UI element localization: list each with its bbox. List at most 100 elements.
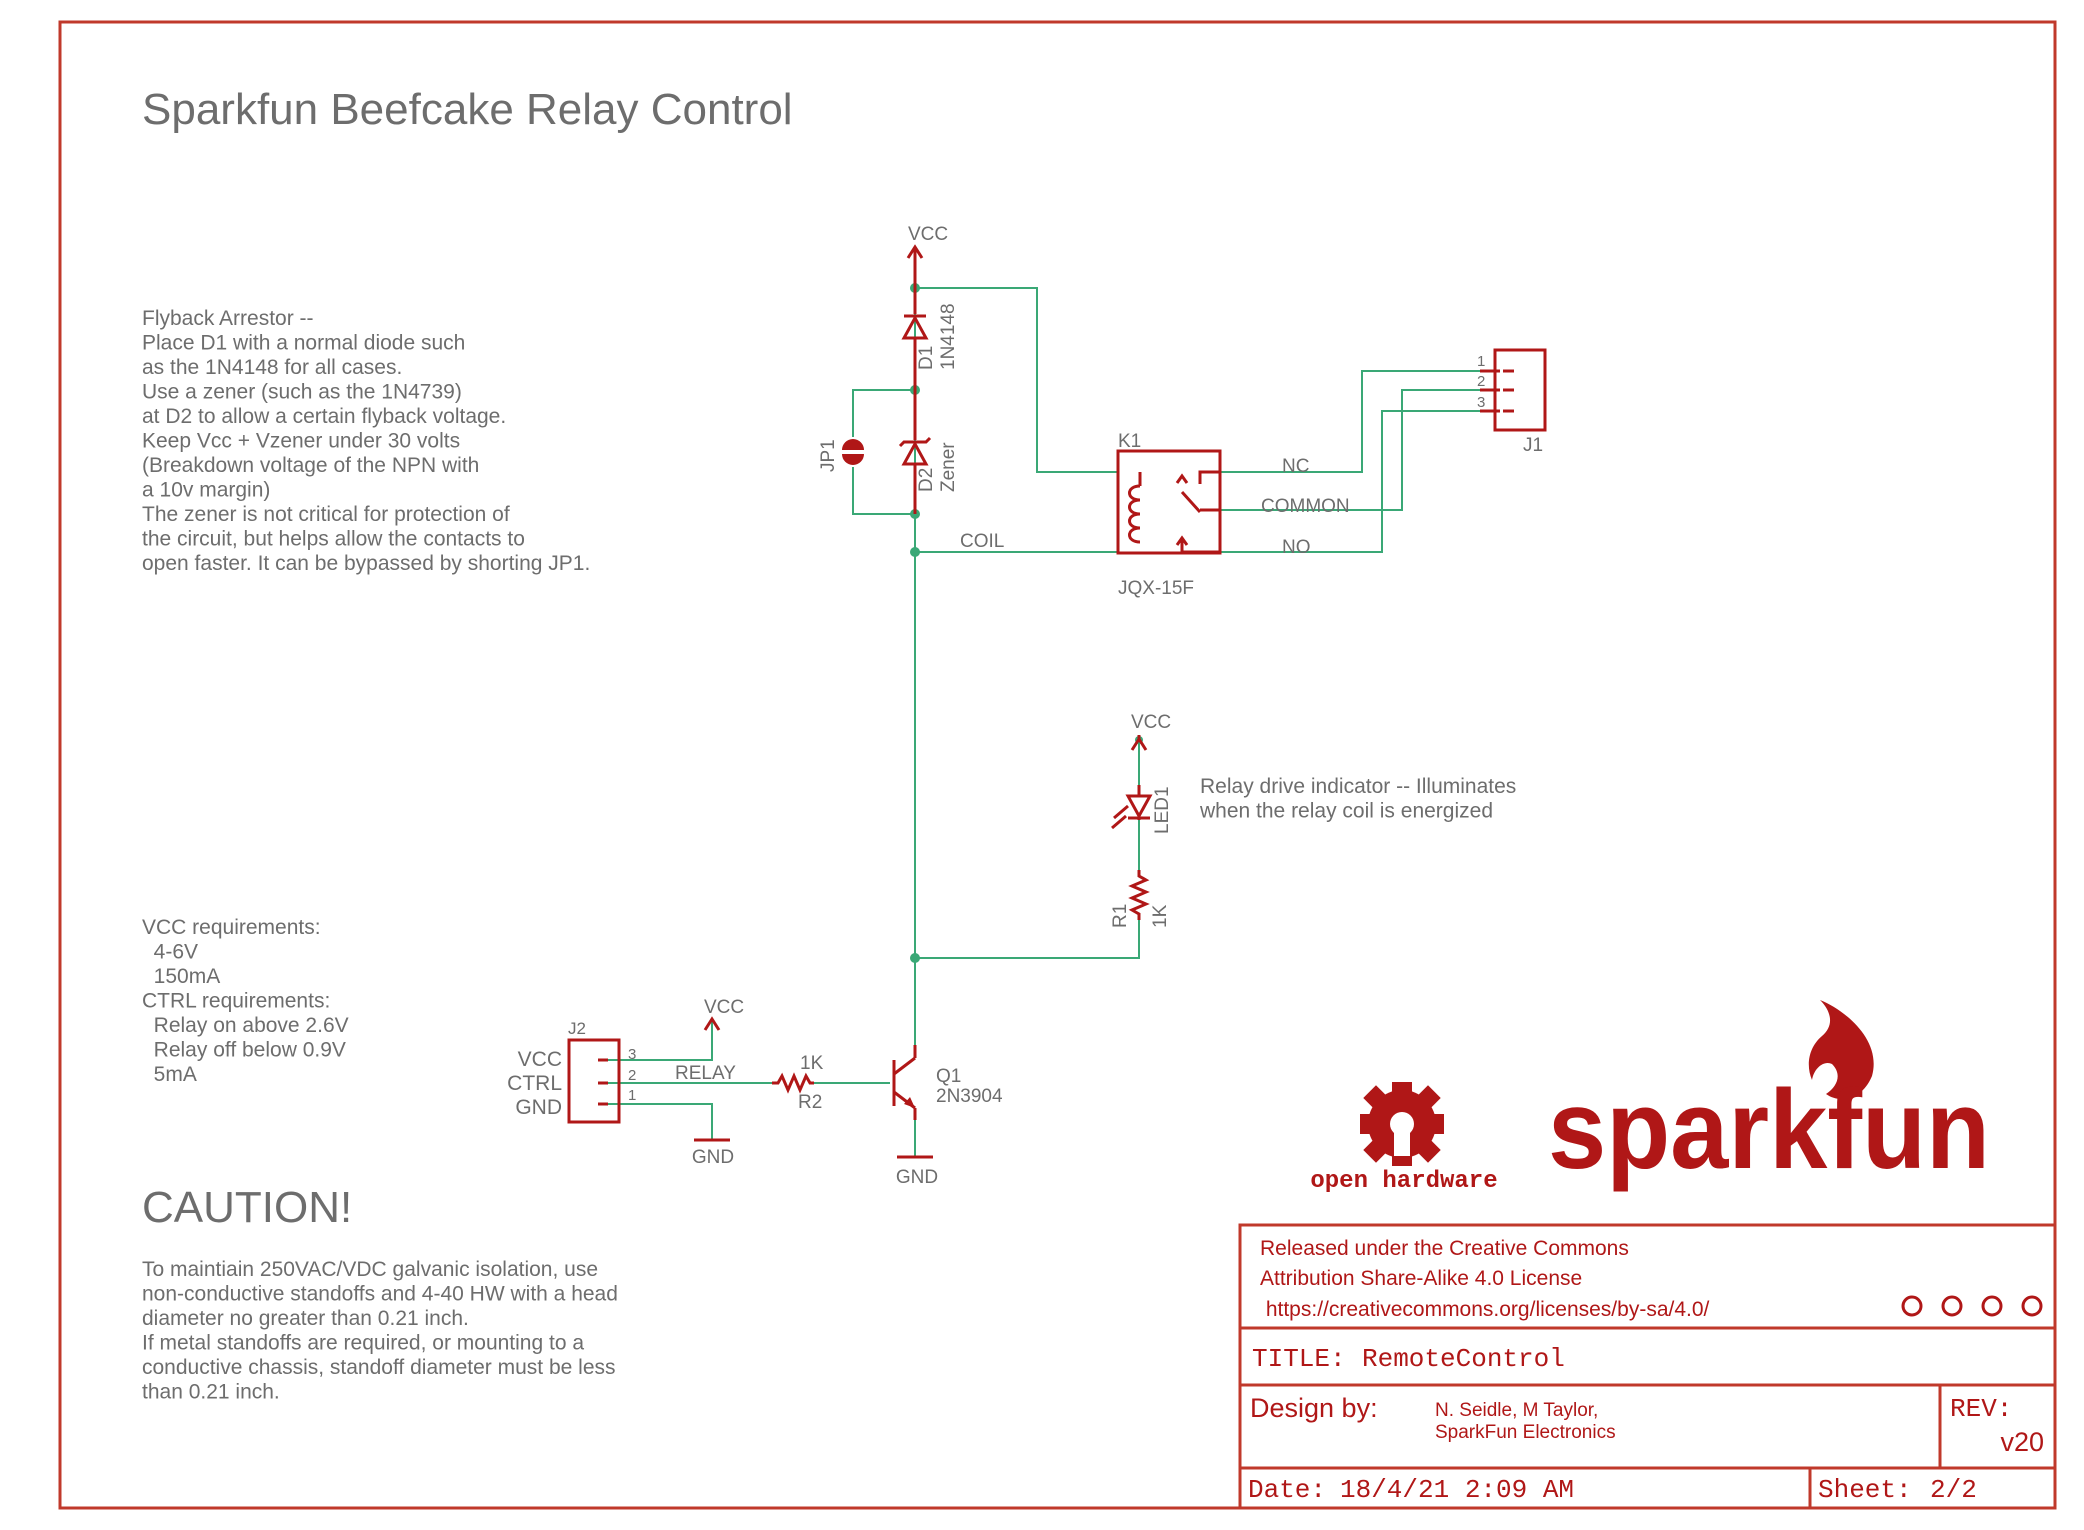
caution-note: To maintiain 250VAC/VDC galvanic isolati… bbox=[142, 1258, 624, 1404]
vcc-label: VCC bbox=[908, 224, 948, 245]
req-line: 4-6V bbox=[142, 941, 198, 964]
caution-line: than 0.21 inch. bbox=[142, 1381, 280, 1404]
led-note-line: when the relay coil is energized bbox=[1199, 800, 1493, 823]
flyback-line: Flyback Arrestor -- bbox=[142, 307, 314, 330]
sheet-value: 2/2 bbox=[1930, 1475, 1977, 1505]
j2-ref: J2 bbox=[568, 1019, 586, 1038]
gnd-label: GND bbox=[692, 1147, 734, 1168]
j2-label: CTRL bbox=[507, 1072, 562, 1095]
req-line: Relay off below 0.9V bbox=[142, 1039, 346, 1062]
req-line: 5mA bbox=[142, 1063, 197, 1086]
license-line: Attribution Share-Alike 4.0 License bbox=[1260, 1267, 1582, 1290]
gear-icon bbox=[1360, 1082, 1444, 1166]
caution-line: non-conductive standoffs and 4-40 HW wit… bbox=[142, 1283, 618, 1306]
relay-k1: K1 JQX-15F NC COMMON NO bbox=[1116, 431, 1350, 599]
j2-pin: 2 bbox=[628, 1067, 636, 1084]
mounting-holes bbox=[1901, 1295, 2043, 1317]
vcc-symbol-led: VCC bbox=[1130, 712, 1171, 751]
oshw-logo: open hardware bbox=[1310, 1082, 1498, 1195]
sheet-label: Sheet: bbox=[1818, 1475, 1912, 1505]
q1-value: 2N3904 bbox=[936, 1086, 1003, 1107]
design-value: SparkFun Electronics bbox=[1435, 1422, 1616, 1443]
license-url: https://creativecommons.org/licenses/by-… bbox=[1260, 1298, 1710, 1321]
j2-pin: 1 bbox=[628, 1087, 636, 1104]
date-label: Date: bbox=[1248, 1475, 1326, 1505]
caution-heading: CAUTION! bbox=[142, 1183, 352, 1232]
d1-value: 1N4148 bbox=[938, 303, 959, 370]
coil-net-label: COIL bbox=[960, 531, 1004, 552]
caution-line: diameter no greater than 0.21 inch. bbox=[142, 1307, 469, 1330]
d1-ref: D1 bbox=[916, 346, 937, 370]
mounting-hole-icon bbox=[2021, 1295, 2043, 1317]
gnd-symbol-j2: GND bbox=[692, 1138, 734, 1168]
req-line: CTRL requirements: bbox=[142, 990, 330, 1013]
flyback-note: Flyback Arrestor -- Place D1 with a norm… bbox=[142, 307, 590, 575]
j1-ref: J1 bbox=[1523, 435, 1543, 456]
transistor-q1: Q1 2N3904 bbox=[892, 1045, 1003, 1120]
r2-ref: R2 bbox=[798, 1092, 822, 1113]
common-label: COMMON bbox=[1261, 496, 1350, 517]
flyback-line: Keep Vcc + Vzener under 30 volts bbox=[142, 430, 460, 453]
date-value: 18/4/21 2:09 AM bbox=[1340, 1475, 1574, 1505]
caution-line: conductive chassis, standoff diameter mu… bbox=[142, 1356, 616, 1379]
j1-pin: 2 bbox=[1477, 373, 1485, 390]
gnd-symbol-q1: GND bbox=[896, 1155, 938, 1188]
req-line: Relay on above 2.6V bbox=[142, 1014, 349, 1037]
req-line: 150mA bbox=[142, 965, 220, 988]
flyback-line: Place D1 with a normal diode such bbox=[142, 332, 465, 355]
vcc-symbol-top: VCC bbox=[906, 224, 948, 288]
diode-d1: D1 1N4148 bbox=[901, 288, 959, 390]
caution-line: If metal standoffs are required, or moun… bbox=[142, 1332, 584, 1355]
vcc-label: VCC bbox=[704, 997, 744, 1018]
license-line: Released under the Creative Commons bbox=[1260, 1237, 1629, 1260]
flame-icon bbox=[1808, 1000, 1874, 1100]
vcc-label: VCC bbox=[1131, 712, 1171, 733]
jumper-jp1: JP1 bbox=[818, 439, 864, 472]
vcc-symbol-j2: VCC bbox=[703, 997, 744, 1031]
junction-dot bbox=[910, 953, 920, 963]
flyback-line: The zener is not critical for protection… bbox=[142, 503, 510, 526]
led-note: Relay drive indicator -- Illuminates whe… bbox=[1199, 775, 1522, 823]
zener-d2: D2 Zener bbox=[898, 390, 959, 514]
mounting-hole-icon bbox=[1941, 1295, 1963, 1317]
connector-j1: 1 2 3 J1 bbox=[1477, 348, 1547, 456]
connector-j2: J2 VCC CTRL GND 3 2 1 bbox=[507, 1019, 636, 1124]
mounting-hole-icon bbox=[1981, 1295, 2003, 1317]
mounting-hole-icon bbox=[1901, 1295, 1923, 1317]
req-line: VCC requirements: bbox=[142, 916, 321, 939]
caution-line: To maintiain 250VAC/VDC galvanic isolati… bbox=[142, 1258, 598, 1281]
flyback-line: the circuit, but helps allow the contact… bbox=[142, 528, 525, 551]
j2-pin: 3 bbox=[628, 1046, 636, 1063]
j1-pin: 1 bbox=[1477, 353, 1485, 370]
relay-net-label: RELAY bbox=[675, 1063, 736, 1084]
wires bbox=[608, 287, 1480, 1157]
schematic-title: Sparkfun Beefcake Relay Control bbox=[142, 85, 793, 134]
flyback-line: a 10v margin) bbox=[142, 479, 270, 502]
nc-label: NC bbox=[1282, 456, 1309, 477]
flyback-line: open faster. It can be bypassed by short… bbox=[142, 552, 590, 575]
resistor-r1: R1 1K bbox=[1110, 870, 1171, 928]
sparkfun-logo-text: sparkfun bbox=[1548, 1067, 1990, 1192]
led-led1: LED1 bbox=[1111, 785, 1173, 834]
resistor-r2: 1K R2 bbox=[772, 1053, 824, 1113]
title-value: RemoteControl bbox=[1362, 1344, 1565, 1374]
gnd-label: GND bbox=[896, 1167, 938, 1188]
rev-value: v20 bbox=[2000, 1427, 2044, 1457]
j2-label: GND bbox=[515, 1096, 562, 1119]
r1-value: 1K bbox=[1150, 904, 1171, 928]
sheet-frame bbox=[58, 20, 2057, 1510]
sparkfun-logo: sparkfun bbox=[1548, 1000, 1990, 1192]
title-block: Released under the Creative Commons Attr… bbox=[1238, 1223, 2057, 1510]
junctions bbox=[910, 283, 1143, 963]
rev-label: REV: bbox=[1950, 1394, 2012, 1424]
design-value: N. Seidle, M Taylor, bbox=[1435, 1400, 1598, 1421]
junction-dot bbox=[910, 547, 920, 557]
flyback-line: Use a zener (such as the 1N4739) bbox=[142, 381, 462, 404]
q1-ref: Q1 bbox=[936, 1066, 961, 1087]
d2-value: Zener bbox=[938, 442, 959, 492]
flyback-line: as the 1N4148 for all cases. bbox=[142, 356, 402, 379]
r2-value: 1K bbox=[800, 1053, 824, 1074]
k1-value: JQX-15F bbox=[1118, 578, 1194, 599]
requirements-note: VCC requirements: 4-6V 150mA CTRL requir… bbox=[142, 916, 378, 1086]
design-label: Design by: bbox=[1250, 1393, 1378, 1423]
